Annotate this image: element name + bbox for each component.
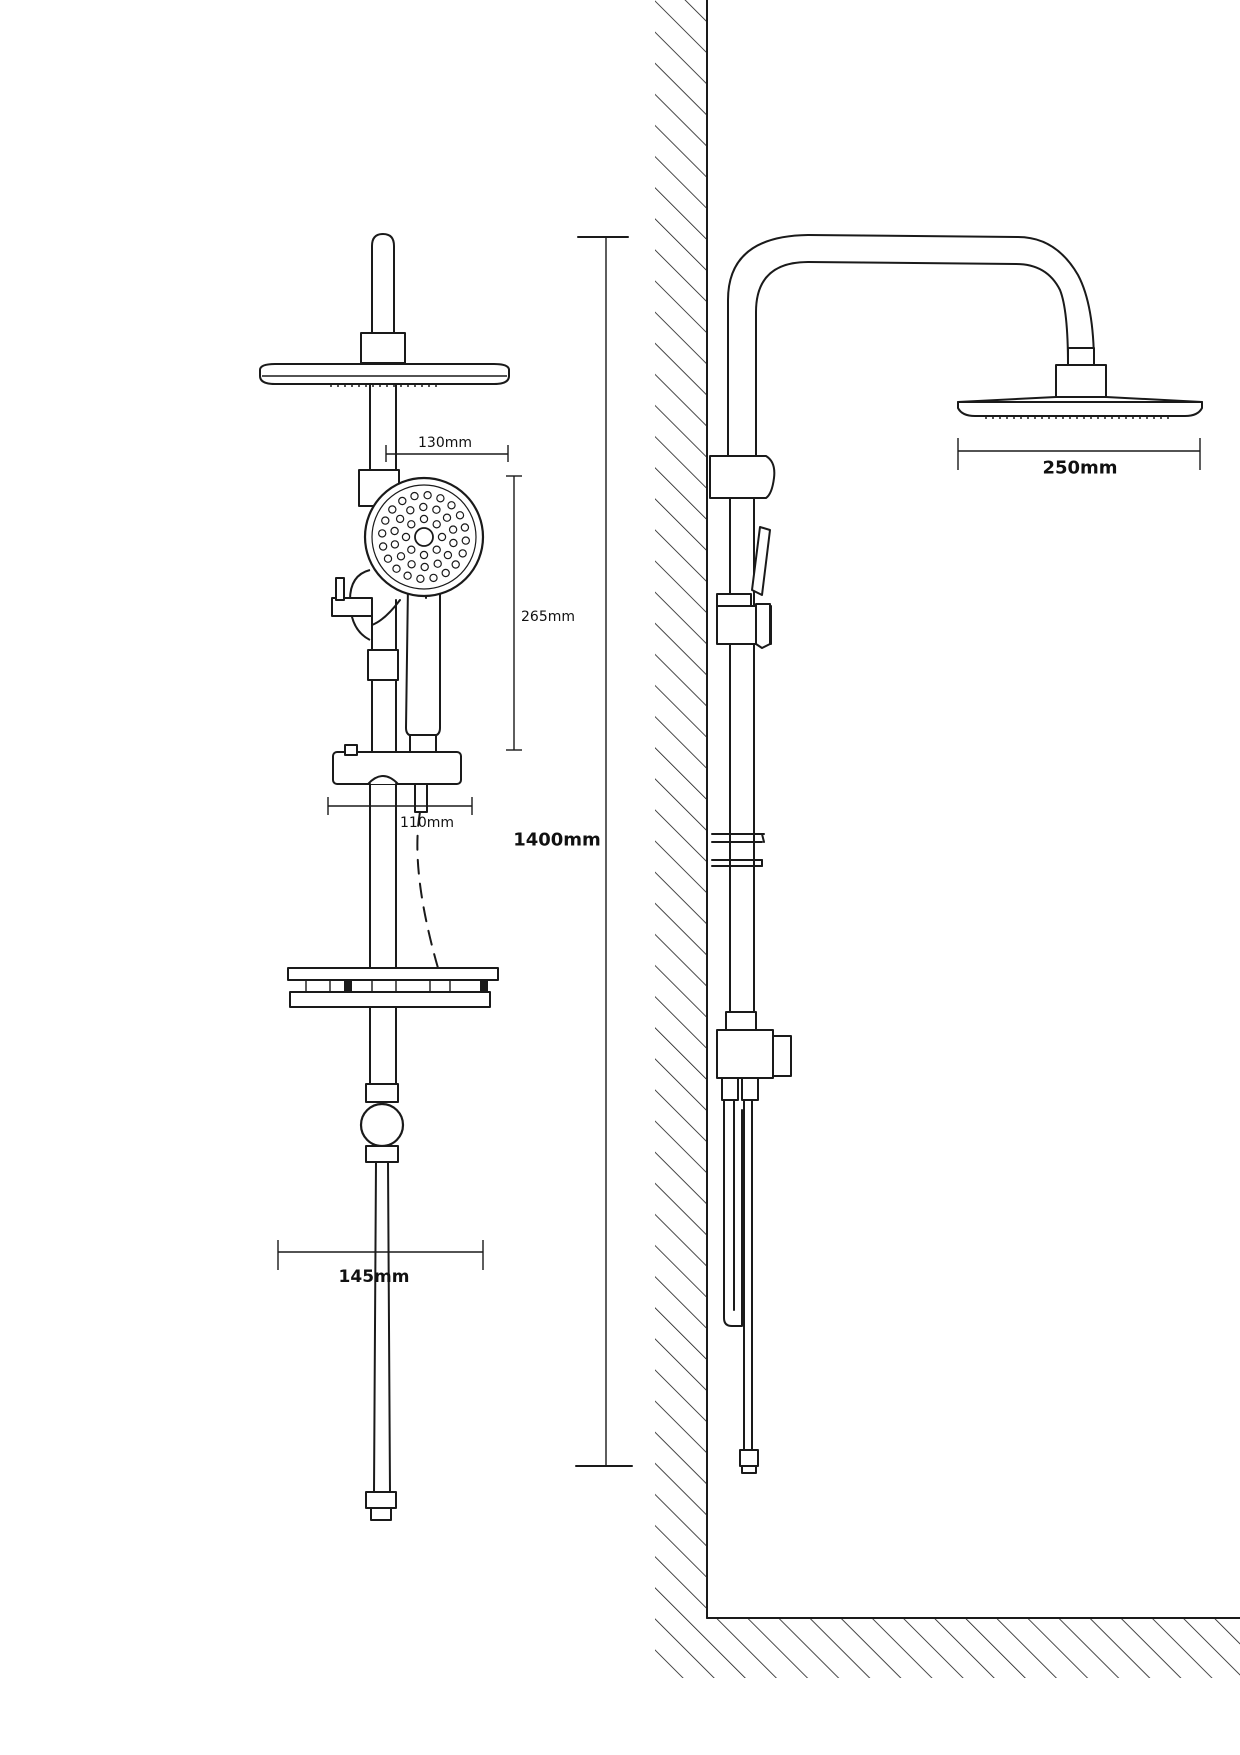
nozzle-hole (398, 496, 407, 506)
nozzle-hole (423, 491, 432, 500)
nozzle-hole (392, 564, 401, 573)
nozzle-hole (407, 545, 416, 554)
soap-shelf (287, 967, 499, 1008)
side-view (709, 234, 1203, 1474)
nozzle-hole (407, 520, 416, 529)
rain-head-side (957, 401, 1203, 417)
nozzle-hole (443, 550, 453, 560)
nozzle-hole (449, 538, 458, 548)
nozzle-hole (388, 505, 397, 514)
mixer-side (716, 1011, 792, 1101)
nozzle-hole (432, 545, 441, 554)
nozzle-hole (396, 552, 406, 561)
nozzle-hole (432, 520, 441, 529)
nozzle-hole (419, 502, 428, 512)
wall-section (655, 0, 708, 1619)
nozzle-hole (442, 513, 452, 522)
nozzle-hole (419, 514, 429, 524)
nozzle-hole (395, 514, 405, 524)
rain-head-collar (1055, 364, 1107, 398)
nozzle-hole (407, 560, 416, 569)
nozzle-hole (441, 568, 450, 578)
nozzle-hole (461, 536, 470, 545)
dim-total-height: 1400mm (513, 829, 601, 851)
slide-holder-side (716, 593, 772, 649)
hand-shower-face (363, 476, 485, 598)
nozzle-hole (420, 562, 429, 572)
nozzle-hole (381, 516, 390, 525)
rain-head-front (259, 363, 510, 387)
nozzle-hole (390, 540, 400, 549)
riser-top (371, 233, 395, 336)
nozzle-hole (378, 542, 388, 551)
mixer-valve (359, 1083, 405, 1163)
rain-head-connector (360, 332, 406, 364)
nozzle-hole (460, 523, 470, 532)
diverter-knob (331, 569, 373, 641)
floor-section (655, 1617, 1240, 1678)
dim-hand-shower-length: 265mm (521, 609, 575, 625)
nozzle-hole (390, 526, 399, 536)
dim-lines-front (277, 236, 633, 1467)
nozzle-hole (451, 560, 460, 569)
nozzle-hole (455, 511, 465, 520)
nozzle-hole (383, 554, 393, 563)
dim-holder-width: 110mm (400, 815, 454, 831)
nozzle-hole (448, 525, 458, 534)
nozzle-hole (436, 494, 445, 503)
slide-holder (332, 744, 462, 813)
nozzle-hole (429, 573, 438, 583)
nozzle-hole (401, 532, 411, 542)
nozzle-hole (447, 501, 456, 510)
soap-shelf-side (711, 833, 765, 867)
nozzle-hole (410, 491, 419, 501)
nozzle-hole (433, 559, 442, 568)
upper-wall-bracket (709, 455, 776, 499)
hand-shower-side (751, 526, 771, 596)
nozzle-hole (378, 529, 387, 538)
nozzle-hole (406, 506, 415, 515)
nozzle-hole (403, 571, 412, 580)
nozzle-hole (416, 574, 425, 584)
front-view (259, 233, 510, 1521)
nozzle-hole (419, 550, 429, 560)
dim-base-width: 145mm (338, 1267, 410, 1287)
hose-front (365, 1161, 397, 1521)
dim-rain-head-offset: 130mm (418, 435, 472, 451)
nozzle-hole (458, 549, 467, 558)
nozzle-hole (437, 532, 447, 542)
dim-rain-head-diameter: 250mm (1042, 457, 1118, 479)
nozzle-hole (432, 505, 441, 514)
